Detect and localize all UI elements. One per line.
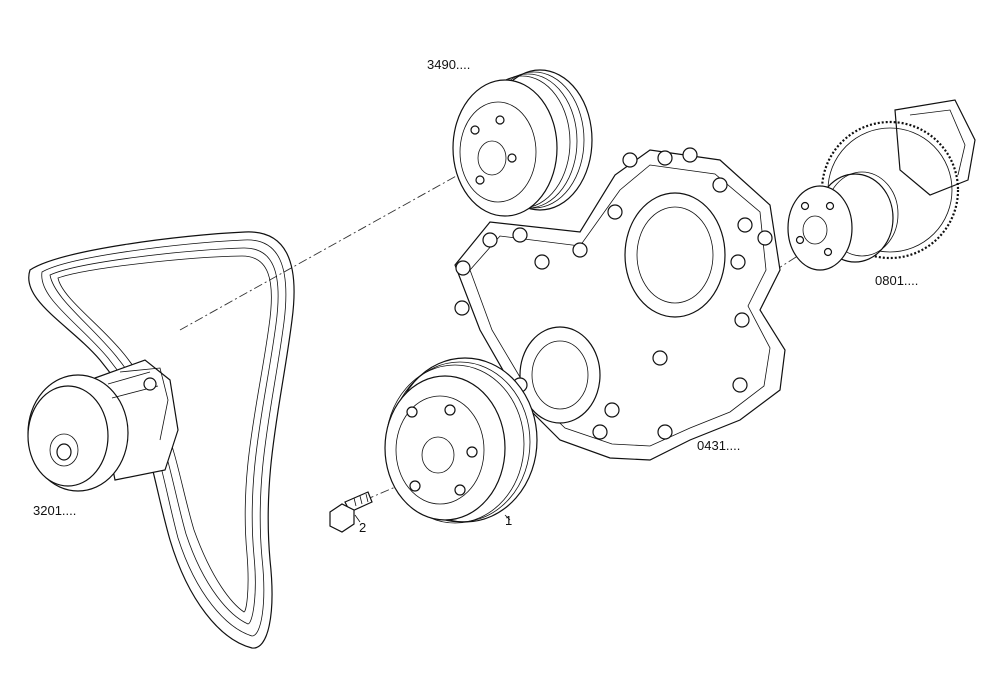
timing-cover <box>454 147 786 461</box>
water-pump <box>27 359 179 492</box>
cover-bolts <box>454 147 773 440</box>
bolt <box>329 491 373 533</box>
callout-bolt: 2 <box>359 520 367 535</box>
leader-lines <box>354 514 511 523</box>
callout-timing-cover: 0431.... <box>697 438 741 453</box>
crank-pulley <box>384 357 538 524</box>
callout-fan-pulley: 3490.... <box>427 57 471 72</box>
callout-water-pump: 3201.... <box>33 503 77 518</box>
crankshaft-gear <box>787 99 976 271</box>
callout-crank-pulley: 1 <box>505 513 513 528</box>
callout-crankshaft: 0801.... <box>875 273 919 288</box>
fan-pulley <box>452 69 593 217</box>
